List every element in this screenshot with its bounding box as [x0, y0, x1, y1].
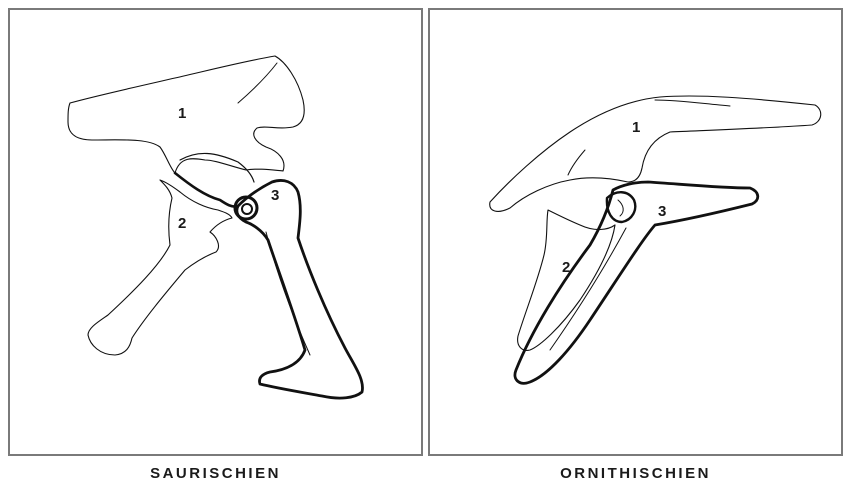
saurischian-pelvis-drawing: 1 2 3	[10, 10, 421, 454]
saurischian-joint-inner	[242, 204, 252, 214]
saurischian-pubis-outline	[88, 180, 232, 355]
saurischian-caption: SAURISCHIEN	[8, 465, 423, 482]
ornithischian-label-1: 1	[632, 119, 640, 136]
saurischian-label-3: 3	[271, 187, 279, 204]
ornithischian-caption: ORNITHISCHIEN	[428, 465, 843, 482]
saurischian-acetabulum-line	[180, 153, 254, 182]
ornithischian-pelvis-drawing: 1 2 3	[430, 10, 841, 454]
ornithischian-label-3: 3	[658, 203, 666, 220]
ornithischian-pelvis-panel: 1 2 3	[428, 8, 843, 456]
ornithischian-ilium-ridge-line	[568, 150, 585, 175]
ornithischian-ilium-outline	[490, 96, 821, 211]
saurischian-label-1: 1	[178, 105, 186, 122]
ornithischian-label-2: 2	[562, 259, 570, 276]
ornithischian-joint-inner-line	[618, 200, 623, 216]
ornithischian-ilium-crest-line	[655, 100, 730, 106]
saurischian-label-2: 2	[178, 215, 186, 232]
saurischian-acetabulum-rim	[175, 173, 238, 207]
saurischian-pelvis-panel: 1 2 3	[8, 8, 423, 456]
saurischian-ilium-crest-line	[238, 63, 277, 103]
